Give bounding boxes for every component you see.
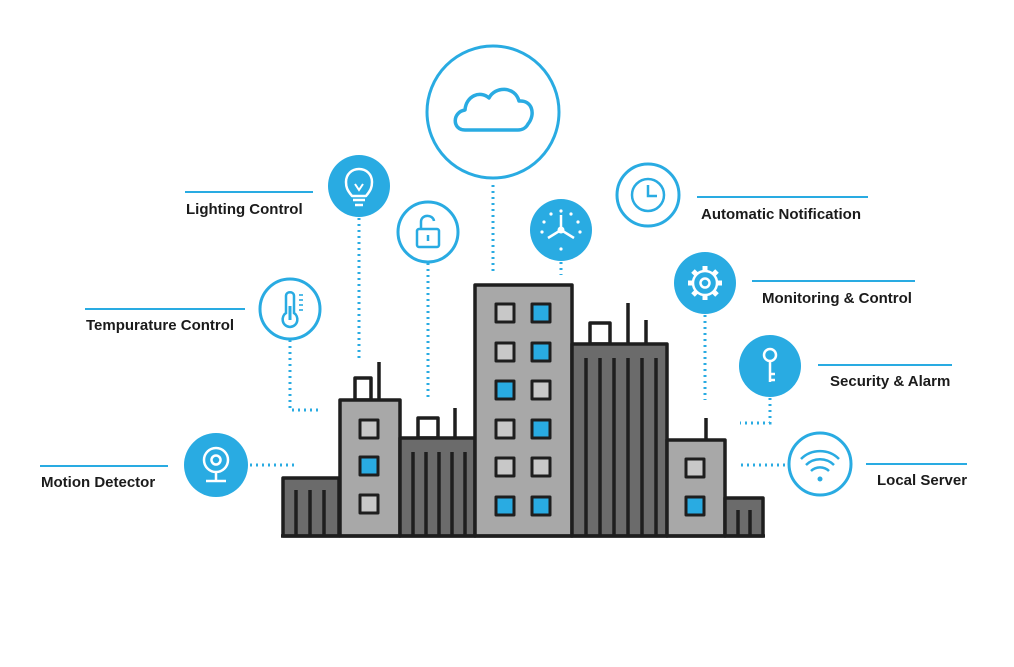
label-lighting: Lighting Control	[186, 201, 303, 218]
feature-labels: Lighting Control Tempurature Control Mot…	[41, 201, 967, 491]
cloud-icon	[425, 44, 561, 180]
building-central-tower	[473, 283, 574, 538]
thermometer-icon	[258, 277, 322, 341]
wifi-icon	[787, 431, 853, 497]
label-underlines	[40, 191, 967, 467]
label-motion: Motion Detector	[41, 474, 155, 491]
webcam-icon	[184, 433, 248, 497]
label-monitoring: Monitoring & Control	[762, 290, 912, 307]
connector-lines	[250, 185, 786, 467]
building-right-dark	[570, 303, 669, 538]
building-far-right	[723, 496, 765, 538]
label-server: Local Server	[877, 472, 967, 489]
label-security: Security & Alarm	[830, 373, 950, 390]
clock-icon	[615, 162, 681, 228]
fan-icon	[530, 199, 592, 261]
building-far-left	[281, 476, 341, 538]
label-temperature: Tempurature Control	[86, 317, 234, 334]
building-mid-dark	[398, 408, 477, 538]
key-icon	[739, 335, 801, 397]
padlock-icon	[396, 200, 460, 264]
building-left-tower	[338, 362, 402, 538]
gear-icon	[674, 252, 736, 314]
connector-temperature	[288, 340, 318, 412]
connector-security	[740, 398, 772, 425]
label-notification: Automatic Notification	[701, 206, 861, 223]
building-right-light	[665, 418, 727, 538]
city-buildings	[281, 283, 765, 538]
lightbulb-icon	[328, 155, 390, 217]
